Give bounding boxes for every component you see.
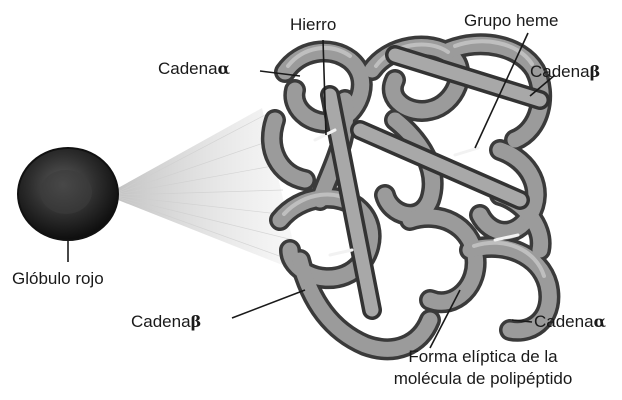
red-blood-cell bbox=[18, 148, 118, 240]
label-elliptic-shape-line1: Forma elíptica de la bbox=[358, 346, 608, 368]
label-alpha-chain-bottom: Cadenaα bbox=[534, 313, 606, 330]
hemoglobin-molecule bbox=[272, 41, 550, 349]
label-elliptic-shape: Forma elíptica de la molécula de polipép… bbox=[358, 346, 608, 390]
label-beta-chain-top-word: Cadena bbox=[530, 62, 590, 81]
label-beta-chain-bottom: Cadenaβ bbox=[131, 313, 201, 330]
label-iron: Hierro bbox=[290, 16, 336, 33]
alpha-symbol: α bbox=[594, 312, 606, 331]
label-red-blood-cell: Glóbulo rojo bbox=[12, 270, 104, 287]
label-elliptic-shape-line2: molécula de polipéptido bbox=[358, 368, 608, 390]
label-alpha-chain-bottom-word: Cadena bbox=[534, 312, 594, 331]
label-beta-chain-bottom-word: Cadena bbox=[131, 312, 191, 331]
label-heme-group: Grupo heme bbox=[464, 12, 559, 29]
beta-symbol: β bbox=[590, 62, 601, 81]
alpha-symbol: α bbox=[218, 59, 230, 78]
label-beta-chain-top: Cadenaβ bbox=[530, 63, 600, 80]
label-alpha-chain-top: Cadenaα bbox=[158, 60, 230, 77]
beta-symbol: β bbox=[191, 312, 202, 331]
label-alpha-chain-top-word: Cadena bbox=[158, 59, 218, 78]
